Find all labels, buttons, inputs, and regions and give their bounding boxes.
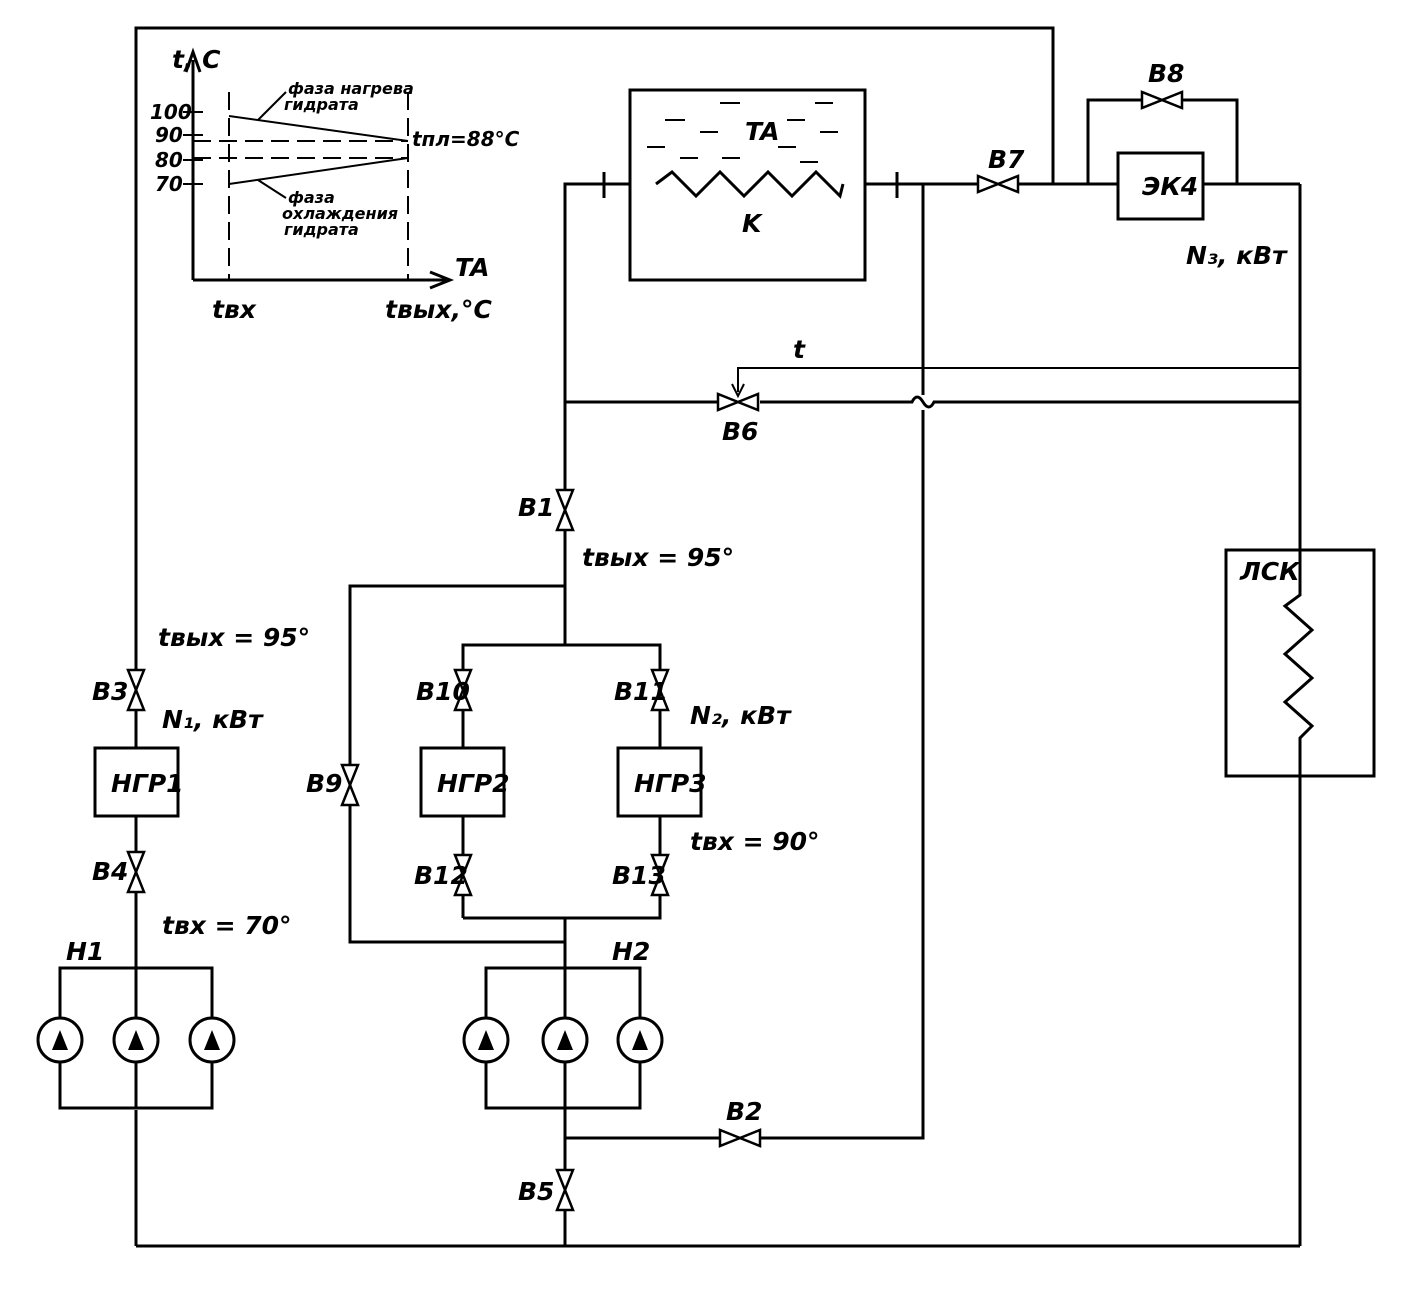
ek4-label: ЭК4 [1142, 172, 1198, 201]
lsk-label: ЛСК [1239, 557, 1301, 586]
power-n3-label: N₃, кВт [1186, 241, 1288, 270]
ek4-box [1116, 151, 1205, 221]
valve-b5-icon [555, 1168, 575, 1194]
valve-b4-icon [126, 850, 146, 876]
temp-signal-arrow [731, 383, 745, 399]
cooling-phase-line [228, 157, 409, 185]
ta-liquid-marks [647, 102, 838, 163]
temp-signal-label: t [793, 335, 806, 364]
heating-phase-label-1: фаза нагрева [288, 79, 414, 98]
valve-b12-icon [453, 853, 473, 879]
heater-ngr1-label: НГР1 [111, 769, 184, 798]
annotations: t N₁, кВт N₂, кВт N₃, кВт tвых = 95° tвх… [158, 241, 1288, 940]
heating-phase-line [228, 115, 409, 142]
pump-group-2: Н2 [462, 937, 664, 1064]
heater-ngr3-label: НГР3 [634, 769, 707, 798]
heater-ngr2-box [419, 746, 506, 818]
tin-left-label: tвх = 70° [162, 911, 292, 940]
graph-tick-label-90: 90 [155, 123, 183, 147]
tin-center-label: tвх = 90° [690, 827, 820, 856]
pump-group-2-label: Н2 [612, 937, 650, 966]
pipe-b1-to-ta [563, 182, 656, 505]
graph-x-end-label: tвых,°C [385, 295, 493, 324]
cooling-phase-label-1: фаза [288, 188, 335, 207]
solar-collector-lsk: ЛСК [1224, 548, 1376, 778]
valve-b7-label: B7 [988, 145, 1025, 174]
power-n1-label: N₁, кВт [162, 705, 264, 734]
tout-center-label: tвых = 95° [582, 543, 734, 572]
valve-b7-icon [976, 174, 1002, 194]
valve-b13-label: B13 [612, 861, 666, 890]
valve-b2-icon [718, 1128, 744, 1148]
valve-b5-label: B5 [518, 1177, 554, 1206]
heating-phase-label-2: гидрата [284, 95, 359, 114]
temp-signal-line [737, 367, 1300, 392]
heating-leader [257, 91, 287, 121]
heaters: НГР1 НГР2 НГР3 [93, 746, 707, 818]
ta-label: TA [745, 117, 779, 146]
graph-tick-label-80: 80 [155, 148, 183, 172]
graph-y-axis-label: t, C [172, 45, 221, 74]
graph-tick-label-70: 70 [155, 172, 183, 196]
coil-label: K [742, 209, 763, 238]
valve-b1-icon [555, 488, 575, 514]
pump-group-1: Н1 [36, 937, 236, 1064]
pipe-ta-right-down-2 [757, 410, 925, 1140]
valve-b9-label: B9 [306, 769, 342, 798]
cooling-phase-label-2: охлаждения [282, 204, 398, 223]
valve-b9-icon [340, 763, 360, 789]
valve-b2-label: B2 [726, 1097, 762, 1126]
ta-coil [655, 169, 845, 199]
valves: B1 B2 B3 B4 B5 B6 B7 B8 B9 B10 B11 B12 B… [92, 59, 1184, 1212]
tout-left-label: tвых = 95° [158, 623, 310, 652]
valve-b11-label: B11 [614, 677, 668, 706]
cooling-phase-label-3: гидрата [284, 220, 359, 239]
valve-b8-label: B8 [1148, 59, 1184, 88]
graph-y-arrow [184, 47, 202, 73]
graph-x-axis-label: TA [455, 253, 489, 282]
piping [58, 26, 1302, 1248]
pipe-heater-branches [461, 643, 662, 920]
valve-b13-icon [650, 853, 670, 879]
valve-b3-label: B3 [92, 677, 128, 706]
pump-group-1-label: Н1 [66, 937, 104, 966]
valve-b12-label: B12 [414, 861, 468, 890]
valve-b4-label: B4 [92, 857, 128, 886]
ta-tank [628, 88, 867, 282]
cooling-leader [257, 179, 287, 199]
pipe-b6-right [760, 395, 1300, 409]
valve-b10-label: B10 [416, 677, 470, 706]
valve-b6-label: B6 [722, 417, 758, 446]
electric-boiler-ek4: ЭК4 [1116, 151, 1205, 221]
valve-b1-label: B1 [518, 493, 554, 522]
valve-b11-icon [650, 668, 670, 694]
heater-ngr3-box [616, 746, 703, 818]
power-n2-label: N₂, кВт [690, 701, 792, 730]
phase-graph: t, C TA 100 90 80 70 фаза нагрева гидрат… [150, 45, 520, 324]
valve-b8-icon [1140, 90, 1166, 110]
pipe-left-top-loop [134, 26, 1055, 860]
graph-x-start-label: tвх [212, 295, 257, 324]
graph-tick-label-100: 100 [150, 100, 192, 124]
melt-temp-label: tпл=88°C [412, 127, 520, 151]
graph-x-arrow [429, 270, 455, 290]
valve-b10-icon [453, 668, 473, 694]
heater-ngr1-box [93, 746, 180, 818]
valve-b6-icon [716, 392, 742, 412]
valve-b3-icon [126, 668, 146, 694]
heat-exchanger-ta: TA K [602, 88, 899, 282]
pump-group-2-bottom [484, 1040, 642, 1110]
pump-group-2-top [484, 966, 642, 1040]
lsk-coil [1282, 550, 1315, 776]
heater-ngr2-label: НГР2 [437, 769, 510, 798]
